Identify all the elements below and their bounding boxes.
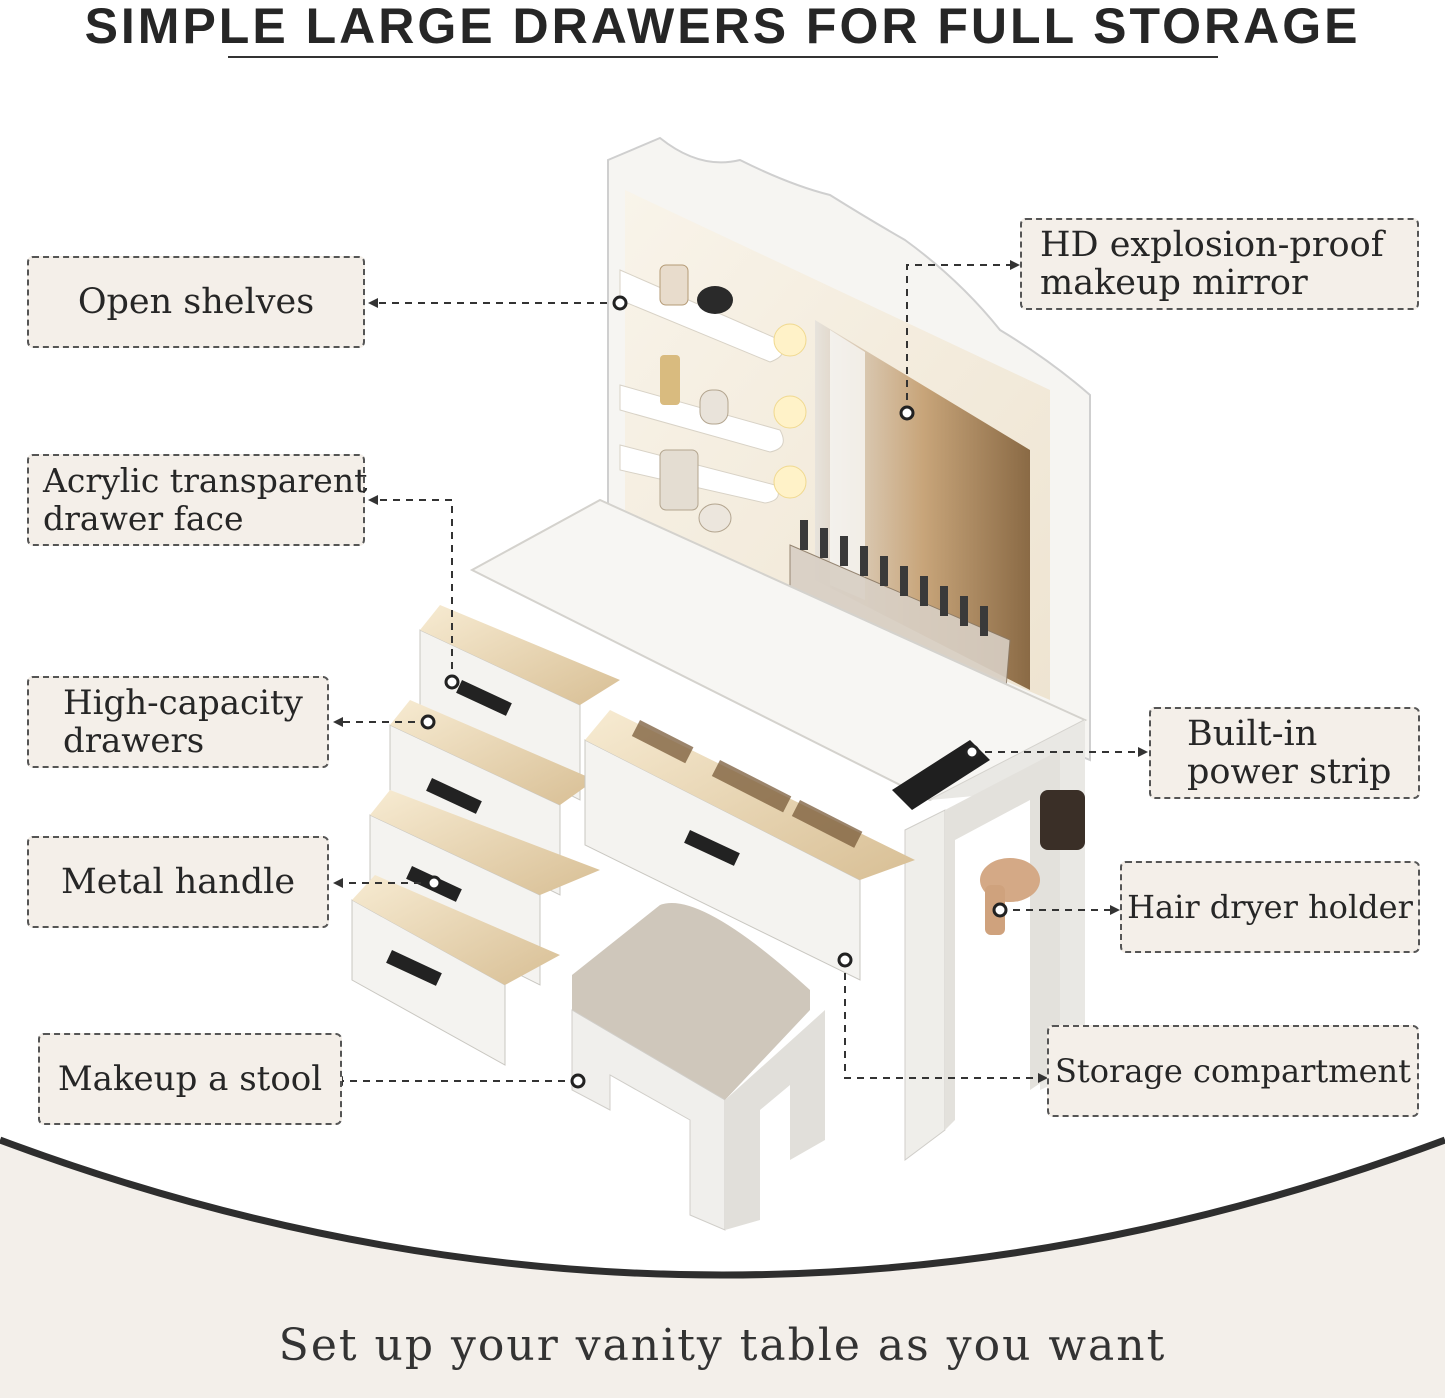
- floor-curve: [0, 1140, 1445, 1398]
- callout-acrylic-drawer-face: Acrylic transparent drawer face: [27, 454, 367, 546]
- page-title: SIMPLE LARGE DRAWERS FOR FULL STORAGE: [84, 0, 1361, 54]
- bulb-2: [773, 395, 807, 429]
- desk-leg-right: [904, 809, 946, 1161]
- footer-tagline: Set up your vanity table as you want: [278, 1320, 1167, 1371]
- stool: [571, 903, 825, 1231]
- callout-power-strip: Built-in power strip: [1149, 707, 1420, 799]
- bulb-3: [773, 465, 807, 499]
- left-drawers: [351, 605, 620, 1066]
- power-strip: [892, 740, 990, 810]
- callout-high-capacity-drawers: High-capacity drawers: [27, 676, 329, 768]
- callout-metal-handle: Metal handle: [27, 836, 329, 928]
- bulb-1: [773, 323, 807, 357]
- callout-makeup-stool: Makeup a stool: [38, 1033, 342, 1125]
- callout-open-shelves: Open shelves: [27, 256, 365, 348]
- callout-hair-dryer-holder: Hair dryer holder: [1120, 861, 1420, 953]
- callout-makeup-mirror: HD explosion-proof makeup mirror: [1020, 218, 1419, 310]
- center-drawer: [584, 710, 915, 981]
- title-underline: [228, 56, 1218, 58]
- callout-storage-compartment: Storage compartment: [1047, 1025, 1419, 1117]
